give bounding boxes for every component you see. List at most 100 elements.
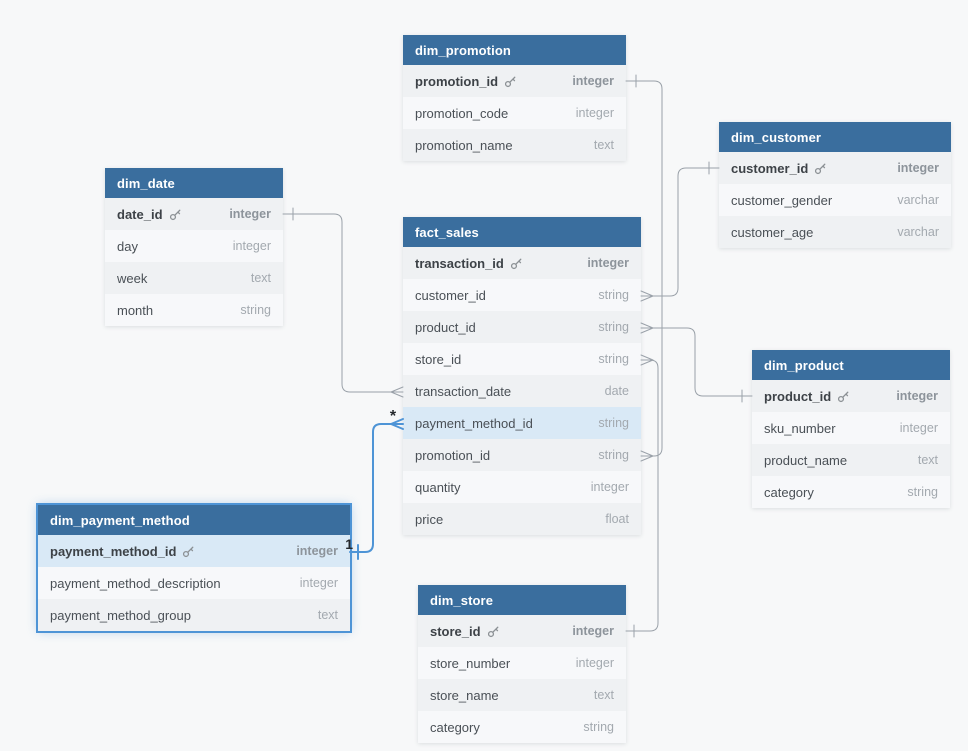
table-header-dim_date[interactable]: dim_date <box>105 168 283 198</box>
field-name: product_name <box>764 452 848 468</box>
field-type: date <box>604 384 629 398</box>
field-row-store_name[interactable]: store_name text <box>418 679 626 711</box>
crow-foot-marker <box>640 354 654 366</box>
crow-foot-marker <box>390 418 404 430</box>
field-row-product_id[interactable]: product_id string <box>403 311 641 343</box>
relationship-dim_payment_method-fact_sales[interactable]: 1* <box>345 408 404 560</box>
relationship-fact_sales-dim_product[interactable] <box>640 322 753 403</box>
relationship-fact_sales-dim_customer[interactable] <box>640 161 720 302</box>
field-name: customer_age <box>731 224 814 240</box>
field-type: string <box>598 320 629 334</box>
field-name-wrap: product_id <box>415 320 476 335</box>
field-name: category <box>764 484 814 500</box>
table-header-dim_payment_method[interactable]: dim_payment_method <box>38 505 350 535</box>
field-name: product_id <box>415 319 476 335</box>
field-type: integer <box>296 544 338 558</box>
table-dim_payment_method[interactable]: dim_payment_method payment_method_id integ… <box>36 503 352 633</box>
relationship-dim_date-fact_sales[interactable] <box>282 207 404 398</box>
field-name: month <box>117 302 154 318</box>
field-row-store_number[interactable]: store_number integer <box>418 647 626 679</box>
table-title: dim_date <box>117 175 175 191</box>
table-title: dim_product <box>764 357 844 373</box>
field-name-wrap: store_id <box>430 624 500 639</box>
field-name: payment_method_id <box>50 543 177 559</box>
field-name-wrap: store_name <box>430 688 499 703</box>
relationship-line[interactable] <box>349 423 404 553</box>
field-name-wrap: store_id <box>415 352 461 367</box>
field-name-wrap: customer_id <box>415 288 486 303</box>
field-name-wrap: week <box>117 271 147 286</box>
field-name: transaction_id <box>415 255 504 271</box>
field-row-month[interactable]: month string <box>105 294 283 326</box>
field-name-wrap: store_number <box>430 656 510 671</box>
relationship-line[interactable] <box>282 213 404 393</box>
table-header-dim_customer[interactable]: dim_customer <box>719 122 951 152</box>
table-header-dim_product[interactable]: dim_product <box>752 350 950 380</box>
table-title: dim_promotion <box>415 42 511 58</box>
field-name-wrap: customer_age <box>731 225 813 240</box>
field-type: string <box>598 352 629 366</box>
field-name-wrap: payment_method_group <box>50 608 191 623</box>
field-type: string <box>240 303 271 317</box>
field-type: text <box>317 608 338 622</box>
field-name-wrap: promotion_code <box>415 106 508 121</box>
field-name-wrap: transaction_id <box>415 256 523 271</box>
field-type: text <box>593 688 614 702</box>
field-row-payment_method_id[interactable]: payment_method_id integer <box>38 535 350 567</box>
table-header-dim_store[interactable]: dim_store <box>418 585 626 615</box>
crow-foot-marker <box>390 386 404 398</box>
crow-foot-marker <box>640 290 654 302</box>
field-name: payment_method_group <box>50 607 191 623</box>
table-title: fact_sales <box>415 224 479 240</box>
field-name-wrap: day <box>117 239 138 254</box>
relationship-line[interactable] <box>640 327 753 397</box>
table-header-dim_promotion[interactable]: dim_promotion <box>403 35 626 65</box>
field-name-wrap: promotion_id <box>415 448 490 463</box>
field-name-wrap: payment_method_description <box>50 576 221 591</box>
field-type: integer <box>590 480 629 494</box>
relationship-line[interactable] <box>640 167 720 297</box>
field-type: integer <box>897 161 939 175</box>
field-name-wrap: customer_gender <box>731 193 832 208</box>
field-name: payment_method_id <box>415 415 533 431</box>
field-name-wrap: price <box>415 512 443 527</box>
field-type: integer <box>572 74 614 88</box>
field-type: integer <box>229 207 271 221</box>
field-name-wrap: quantity <box>415 480 461 495</box>
field-row-store_id[interactable]: store_id string <box>403 343 641 375</box>
field-row-quantity[interactable]: quantity integer <box>403 471 641 503</box>
field-name: store_id <box>415 351 462 367</box>
table-header-fact_sales[interactable]: fact_sales <box>403 217 641 247</box>
field-type: text <box>593 138 614 152</box>
field-type: integer <box>575 656 614 670</box>
field-row-payment_method_group[interactable]: payment_method_group text <box>38 599 350 631</box>
